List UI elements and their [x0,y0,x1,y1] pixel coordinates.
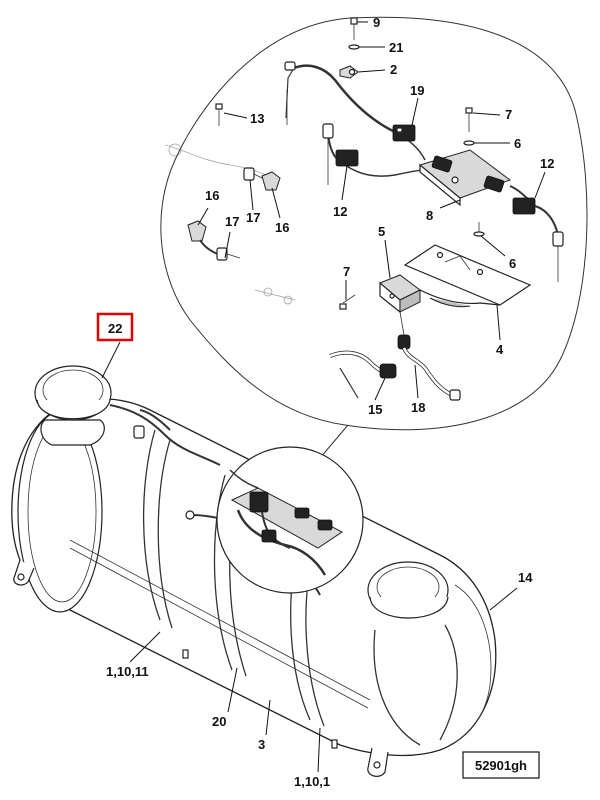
figure-id: 52901gh [475,758,527,773]
part-7-upper-screw [465,107,473,132]
part-15-hose [329,350,397,399]
callout-labels: 9 21 2 19 13 7 6 12 12 8 16 17 17 16 5 6… [106,15,554,789]
callout-17-mid: 17 [246,210,260,225]
callout-12-right: 12 [540,156,554,171]
part-18-hose [397,311,461,401]
callout-14: 14 [518,570,533,585]
callout-5: 5 [378,224,385,239]
part-13-screw [215,103,223,126]
callout-6-upper: 6 [514,136,521,151]
part-12-left-connector [322,123,359,185]
upper-sensor-harness [284,61,441,177]
part-7-lower-screw [339,294,356,310]
callout-12-left: 12 [333,204,347,219]
callout-13: 13 [250,111,264,126]
callout-15: 15 [368,402,382,417]
callout-20: 20 [212,714,226,729]
part-8-module [418,149,512,207]
callout-22: 22 [108,321,122,336]
part-9-screw [350,17,358,40]
part-2-clamp [339,65,359,79]
callout-16-right: 16 [275,220,289,235]
leader-lines [101,21,546,773]
part-5-sensor [379,274,421,314]
detail-inset [160,16,588,459]
callout-22-highlight-box [96,312,134,342]
callout-18: 18 [411,400,425,415]
part-16-17-upper [243,167,281,191]
part-6-lower-washer [473,231,485,237]
part-21-washer [348,44,360,50]
callout-21: 21 [389,40,403,55]
part-16-17-lower [187,220,241,261]
callout-2: 2 [390,62,397,77]
callout-7-upper: 7 [505,107,512,122]
part-19-connector [392,124,416,142]
callout-3: 3 [258,737,265,752]
callout-17-left: 17 [225,214,239,229]
callout-6-lower: 6 [509,256,516,271]
ghost-harness-left [164,143,296,305]
zoom-circle [216,446,364,594]
callout-9: 9 [373,15,380,30]
part-12-right-connector [509,185,564,282]
figure-id-box: 52901gh [462,751,540,779]
callout-19: 19 [410,83,424,98]
callout-1-10-1: 1,10,1 [294,774,330,789]
callout-7-lower: 7 [343,264,350,279]
callout-1-10-11: 1,10,11 [106,664,149,679]
part-6-upper-washer [463,140,475,146]
callout-8: 8 [426,208,433,223]
callout-4: 4 [496,342,504,357]
part-4-bracket [403,244,532,308]
callout-16-left: 16 [205,188,219,203]
